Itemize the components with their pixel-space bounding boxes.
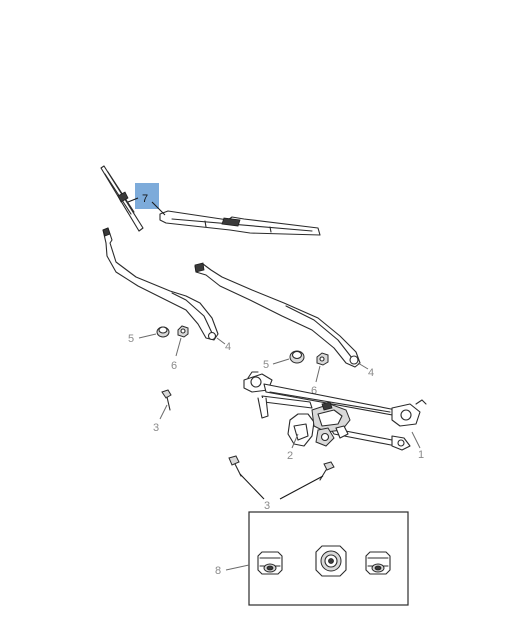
callout-8-leader bbox=[225, 564, 250, 571]
bushing-kit-box bbox=[248, 511, 409, 606]
bushing-center[interactable] bbox=[315, 545, 347, 577]
callout-3-left[interactable]: 3 bbox=[153, 422, 159, 434]
bolt-bottom-right[interactable] bbox=[319, 461, 335, 481]
bolt-bottom-left[interactable] bbox=[228, 455, 242, 477]
callout-7-leader-endview bbox=[127, 197, 139, 203]
callout-2-leader bbox=[291, 433, 299, 449]
callout-5-right-leader bbox=[272, 358, 290, 365]
bushing-right[interactable] bbox=[365, 551, 391, 575]
callout-4-right-leader bbox=[357, 362, 369, 370]
wiper-blade[interactable] bbox=[100, 165, 321, 236]
callout-5-left[interactable]: 5 bbox=[128, 333, 134, 345]
callout-7[interactable]: 7 bbox=[142, 193, 148, 205]
wiper-arm-left[interactable] bbox=[102, 227, 219, 341]
callout-6-right-leader bbox=[315, 365, 321, 383]
nut-left[interactable] bbox=[177, 325, 189, 338]
bushing-left[interactable] bbox=[257, 551, 283, 575]
callout-5-left-leader bbox=[138, 333, 157, 339]
callout-3-bottom-leader-left bbox=[239, 473, 265, 500]
callout-1[interactable]: 1 bbox=[418, 449, 424, 461]
wiper-motor[interactable] bbox=[287, 401, 351, 447]
callout-4-left-leader bbox=[216, 337, 226, 345]
callout-3-left-leader bbox=[159, 404, 168, 420]
callout-6-right[interactable]: 6 bbox=[311, 385, 317, 397]
callout-3-bottom-leader-right bbox=[279, 475, 324, 500]
wiper-arm-right[interactable] bbox=[194, 262, 361, 368]
nut-right[interactable] bbox=[316, 352, 329, 366]
callout-4-right[interactable]: 4 bbox=[368, 367, 374, 379]
callout-6-left[interactable]: 6 bbox=[171, 360, 177, 372]
callout-6-left-leader bbox=[175, 337, 182, 357]
callout-2[interactable]: 2 bbox=[287, 450, 293, 462]
callout-3-bottom[interactable]: 3 bbox=[264, 500, 270, 512]
callout-1-leader bbox=[411, 431, 421, 449]
callout-8[interactable]: 8 bbox=[215, 565, 221, 577]
arm-cap-left[interactable] bbox=[156, 326, 170, 338]
bolt-left[interactable] bbox=[161, 389, 172, 411]
callout-5-right[interactable]: 5 bbox=[263, 359, 269, 371]
callout-7-leader-blade bbox=[151, 201, 166, 216]
arm-cap-right[interactable] bbox=[289, 350, 305, 364]
callout-4-left[interactable]: 4 bbox=[225, 341, 231, 353]
